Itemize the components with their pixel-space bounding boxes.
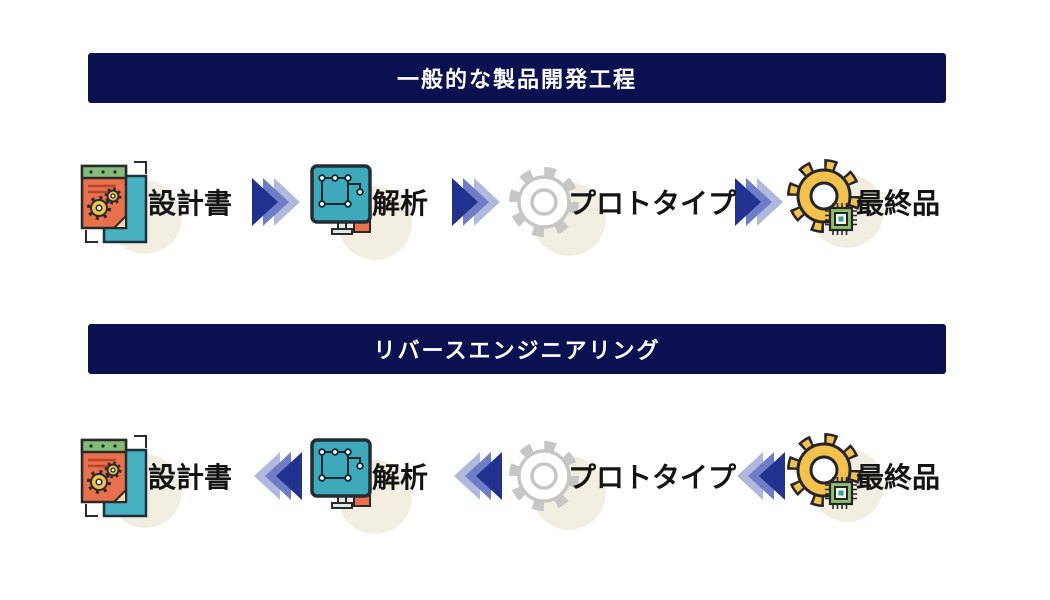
step-label-final: 最終品 [856, 462, 941, 493]
arrow-right-icon [452, 178, 500, 226]
cad-monitor-icon [308, 434, 412, 534]
flow-row-reverse: 設計書 解析 [0, 424, 1050, 534]
arrow-right-icon [735, 178, 783, 226]
step-label-analysis: 解析 [372, 462, 429, 493]
reverse-banner-title: リバースエンジニアリング [373, 338, 661, 363]
prototype-gear-icon [506, 164, 606, 256]
final-product-gear-chip-icon [784, 156, 884, 248]
flow-row-forward: 設計書 解析 [0, 150, 1050, 260]
arrow-left-icon [737, 452, 785, 500]
prototype-gear-icon [506, 438, 606, 530]
process-banner: 一般的な製品開発工程 [88, 53, 946, 103]
design-document-icon [78, 154, 182, 254]
step-label-analysis: 解析 [372, 188, 429, 219]
arrow-right-icon [252, 178, 300, 226]
design-document-icon [78, 428, 182, 528]
final-product-gear-chip-icon [784, 430, 884, 522]
cad-monitor-icon [308, 160, 412, 260]
reverse-banner: リバースエンジニアリング [88, 324, 946, 374]
step-label-final: 最終品 [856, 188, 941, 219]
step-label-design: 設計書 [148, 188, 233, 219]
step-label-design: 設計書 [148, 462, 233, 493]
arrow-left-icon [454, 452, 502, 500]
step-label-prototype: プロトタイプ [568, 462, 737, 493]
process-banner-title: 一般的な製品開発工程 [396, 67, 637, 92]
step-label-prototype: プロトタイプ [568, 188, 737, 219]
arrow-left-icon [254, 452, 302, 500]
